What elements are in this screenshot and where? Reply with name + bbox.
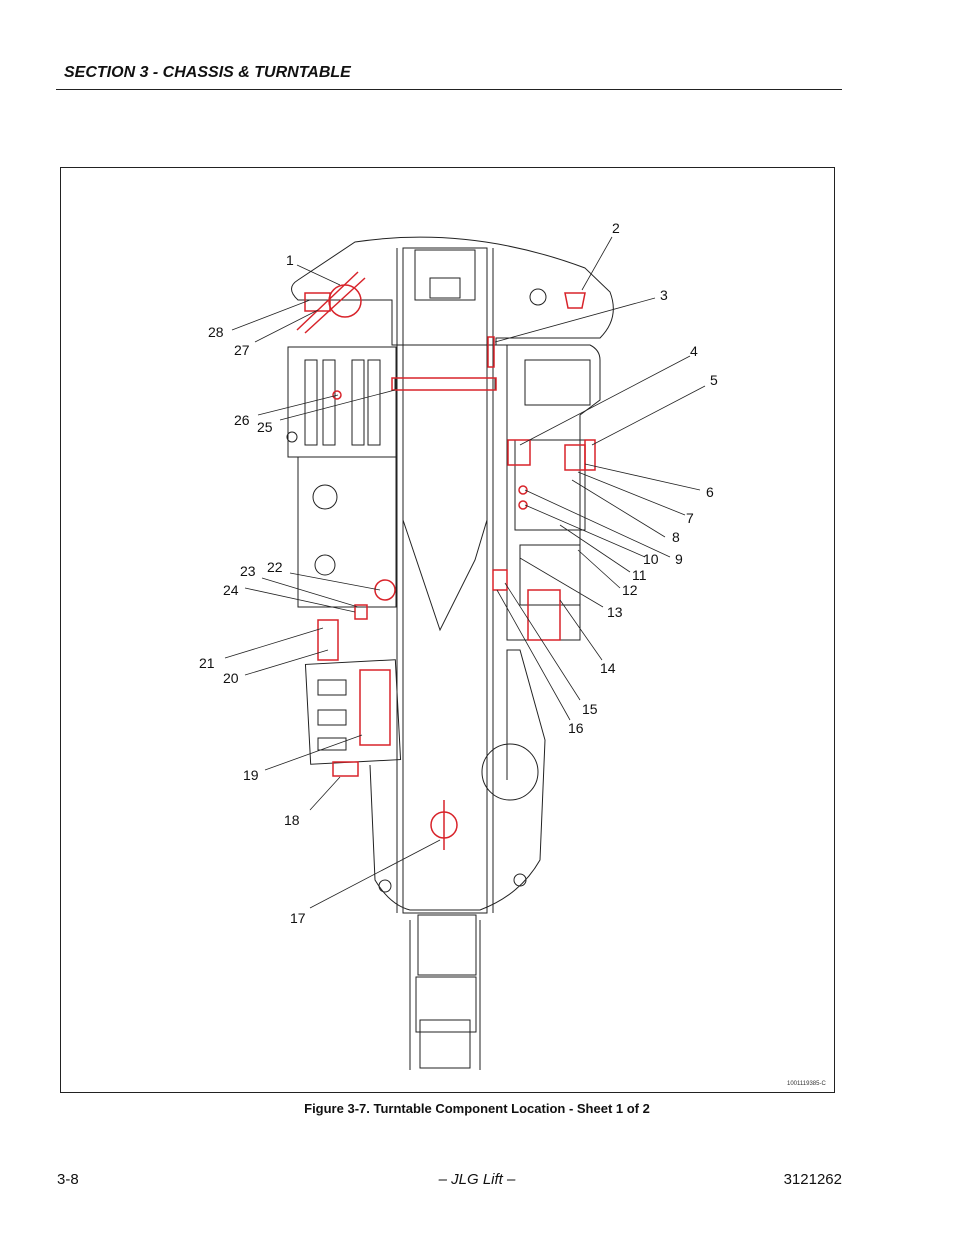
callout-13: 13 bbox=[607, 604, 623, 620]
callout-24: 24 bbox=[223, 582, 239, 598]
figure-caption: Figure 3-7. Turntable Component Location… bbox=[304, 1101, 650, 1116]
callout-7: 7 bbox=[686, 510, 694, 526]
callout-6: 6 bbox=[706, 484, 714, 500]
callout-8: 8 bbox=[672, 529, 680, 545]
callout-22: 22 bbox=[267, 559, 283, 575]
header-divider bbox=[56, 89, 842, 90]
callout-10: 10 bbox=[643, 551, 659, 567]
callout-16: 16 bbox=[568, 720, 584, 736]
lower-plate bbox=[369, 649, 546, 911]
callout-20: 20 bbox=[223, 670, 239, 686]
callout-12: 12 bbox=[622, 582, 638, 598]
callout-5: 5 bbox=[710, 372, 718, 388]
callout-15: 15 bbox=[582, 701, 598, 717]
callout-17: 17 bbox=[290, 910, 306, 926]
control-box bbox=[304, 659, 402, 765]
callout-2: 2 bbox=[612, 220, 620, 236]
callout-21: 21 bbox=[199, 655, 215, 671]
callout-19: 19 bbox=[243, 767, 259, 783]
callout-23: 23 bbox=[240, 563, 256, 579]
callout-25: 25 bbox=[257, 419, 273, 435]
footer-brand: – JLG Lift – bbox=[438, 1171, 516, 1188]
boom-channel bbox=[402, 247, 488, 914]
drawing-number: 1001119385-C bbox=[787, 1081, 826, 1087]
right-compartment bbox=[496, 344, 601, 641]
section-title: SECTION 3 - CHASSIS & TURNTABLE bbox=[64, 64, 351, 81]
page-number: 3-8 bbox=[57, 1171, 79, 1188]
callout-14: 14 bbox=[600, 660, 616, 676]
document-number: 3121262 bbox=[783, 1171, 842, 1188]
figure-frame bbox=[60, 167, 835, 1093]
callout-18: 18 bbox=[284, 812, 300, 828]
callout-11: 11 bbox=[632, 567, 647, 583]
hood-outline bbox=[291, 236, 614, 346]
callout-28: 28 bbox=[208, 324, 224, 340]
callout-4: 4 bbox=[690, 343, 698, 359]
mast-section bbox=[417, 914, 477, 976]
callout-9: 9 bbox=[675, 551, 683, 567]
callout-27: 27 bbox=[234, 342, 250, 358]
callout-3: 3 bbox=[660, 287, 668, 303]
callout-1: 1 bbox=[286, 252, 294, 268]
callout-26: 26 bbox=[234, 412, 250, 428]
turntable-drawing: 1 2 3 4 5 6 7 8 9 10 11 12 13 14 15 16 1… bbox=[199, 220, 718, 1070]
